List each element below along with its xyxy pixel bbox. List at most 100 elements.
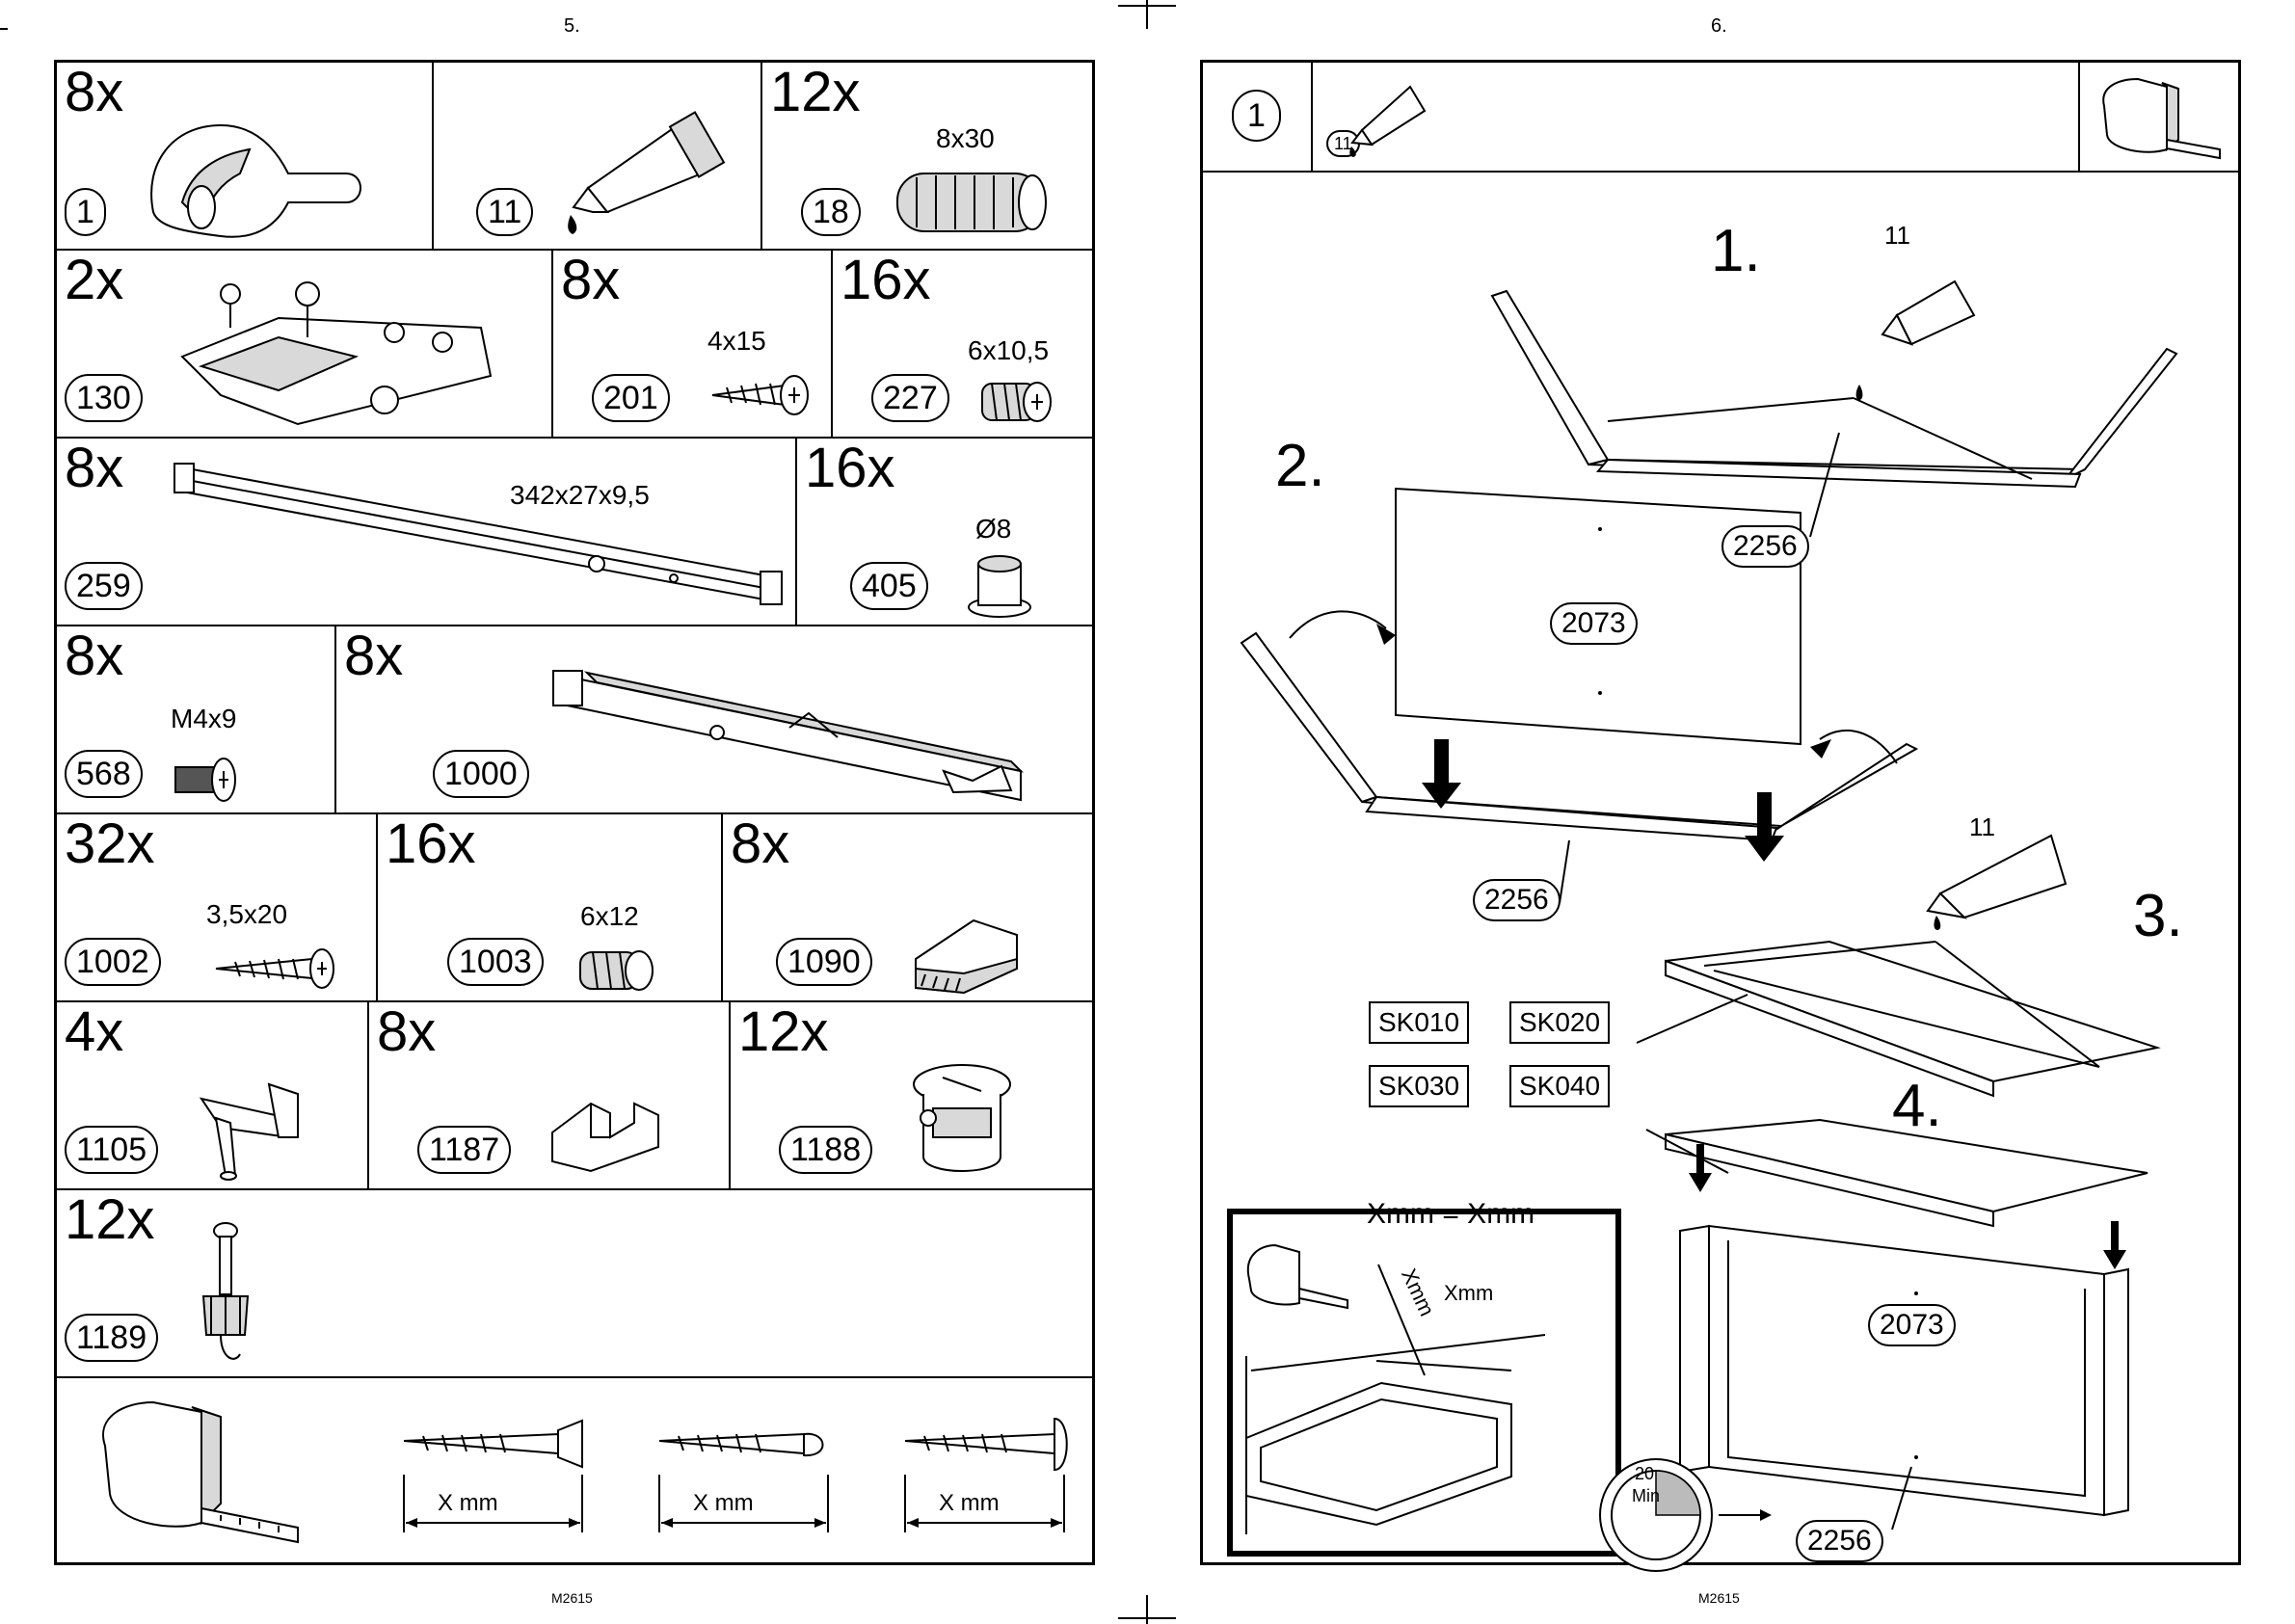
page-number-left: 5. [564,15,580,37]
part-dim: 6x10,5 [968,335,1050,365]
round-head-screw-icon [658,1432,829,1532]
part-cell-1000: 8x 1000 [336,626,1092,814]
part-dim: 342x27x9,5 [510,480,650,510]
part-qty: 16x [386,812,476,875]
glue-label: 11 [1884,221,1910,250]
timer-unit: Min [1632,1486,1661,1505]
part-id: 259 [65,562,143,610]
mushroom-head-screw-icon [904,1417,1068,1532]
bracket-clip-icon [915,918,1018,995]
part-id: 1187 [417,1126,512,1174]
step4-frame-assembly [1645,1118,2148,1531]
step-label-3: 3. [2133,883,2183,949]
part-cell-1189: 12x 1189 [57,1190,1092,1378]
screw-icon [711,375,809,415]
part-cell-1090: 8x 1090 [723,814,1092,1002]
hinge-icon [180,281,493,426]
panel-label-2073: 2073 [1868,1304,1956,1346]
tape-measure-icon [102,1400,299,1544]
part-cell-18: 12x 8x30 18 [762,63,1092,251]
part-qty: 16x [805,437,895,499]
step3-glue-bottom [1636,834,2161,1098]
glue-tube-icon [1349,85,1427,157]
measure-label: X mm [693,1490,754,1516]
inset-equation: Xmm = Xmm [1367,1198,1535,1230]
measure-row-drawing [102,1400,1068,1544]
part-cell-405: 16x Ø8 405 [797,439,1092,626]
shelf-support-icon [199,1082,299,1181]
sk-code: SK020 [1509,1001,1611,1044]
part-cell-130: 2x 130 [57,251,553,439]
part-dim: 3,5x20 [206,899,288,929]
part-qty: 16x [841,249,931,311]
part-qty: 8x [731,812,790,875]
step-header: 1 11 [1203,63,2238,173]
glue-label: 11 [1969,812,1995,841]
part-id: 227 [871,374,949,422]
part-dim: 4x15 [707,326,766,356]
part-id: 1003 [447,938,544,986]
part-cell-11: 11 [434,63,762,251]
tool-box [2078,63,2240,171]
part-qty: 12x [738,1000,829,1063]
part-id: 11 [476,188,534,236]
part-cell-1105: 4x 1105 [57,1002,369,1190]
step1-drawer-frame [1490,280,2178,538]
panel-label-2073: 2073 [1550,602,1638,645]
runner-track-icon [552,670,1025,802]
part-id: 405 [850,562,928,610]
cam-connector-icon [150,123,361,238]
timer-icon [1599,1458,1772,1572]
part-cell-1003: 16x 6x12 1003 [378,814,723,1002]
part-cell-1187: 8x 1187 [369,1002,731,1190]
part-dim: M4x9 [171,704,237,733]
page-number-right: 6. [1711,15,1727,37]
part-id: 130 [65,374,143,422]
cam-lock-icon [913,1064,1011,1172]
insert-nut-icon [579,950,654,991]
part-id: 568 [65,750,143,798]
part-qty: 12x [770,61,861,123]
measure-label: X mm [438,1490,498,1516]
measure-row: X mm X mm X mm [57,1378,1092,1562]
part-qty: 8x [65,437,124,499]
step-label-1: 1. [1711,218,1761,284]
panel-label-2256: 2256 [1721,525,1809,568]
insert-nut-icon [981,382,1052,422]
part-id: 1000 [433,750,529,798]
parts-list-frame: 8x 1 11 12x 8x30 18 2x [54,60,1095,1565]
part-dim: 6x12 [580,901,639,931]
part-cell-201: 8x 4x15 201 [553,251,833,439]
step-label-4: 4. [1892,1073,1942,1139]
part-id: 1002 [65,938,161,986]
part-qty: 8x [344,625,404,687]
part-dim: 8x30 [936,123,995,153]
screw-icon [215,948,334,989]
footer-code-left: M2615 [551,1590,593,1606]
timer-value: 20 [1635,1464,1655,1483]
part-qty: 32x [65,812,155,875]
panel-label-2256: 2256 [1473,879,1561,921]
part-qty: 12x [65,1188,155,1251]
sk-code: SK030 [1369,1065,1470,1107]
part-id: 201 [592,374,670,422]
sk-code: SK010 [1369,1001,1470,1044]
part-qty: 2x [65,249,124,311]
sk-code: SK040 [1509,1065,1611,1107]
part-id: 1 [65,188,106,236]
part-qty: 8x [65,625,124,687]
glue-tube-icon [568,111,726,234]
footer-code-right: M2615 [1698,1590,1740,1606]
part-cell-1002: 32x 3,5x20 1002 [57,814,378,1002]
tape-measure-icon [2102,77,2221,160]
step2-bottom-insert [1240,487,1919,904]
drawer-runner-icon [173,463,783,605]
part-qty: 8x [377,1000,437,1063]
part-cell-259: 8x 342x27x9,5 259 [57,439,797,626]
part-qty: 4x [65,1000,124,1063]
part-id: 1090 [776,938,872,986]
step-number: 1 [1232,90,1281,142]
part-cell-568: 8x M4x9 568 [57,626,336,814]
step-label-2: 2. [1275,433,1325,499]
assembly-frame: 1 11 [1200,60,2241,1572]
